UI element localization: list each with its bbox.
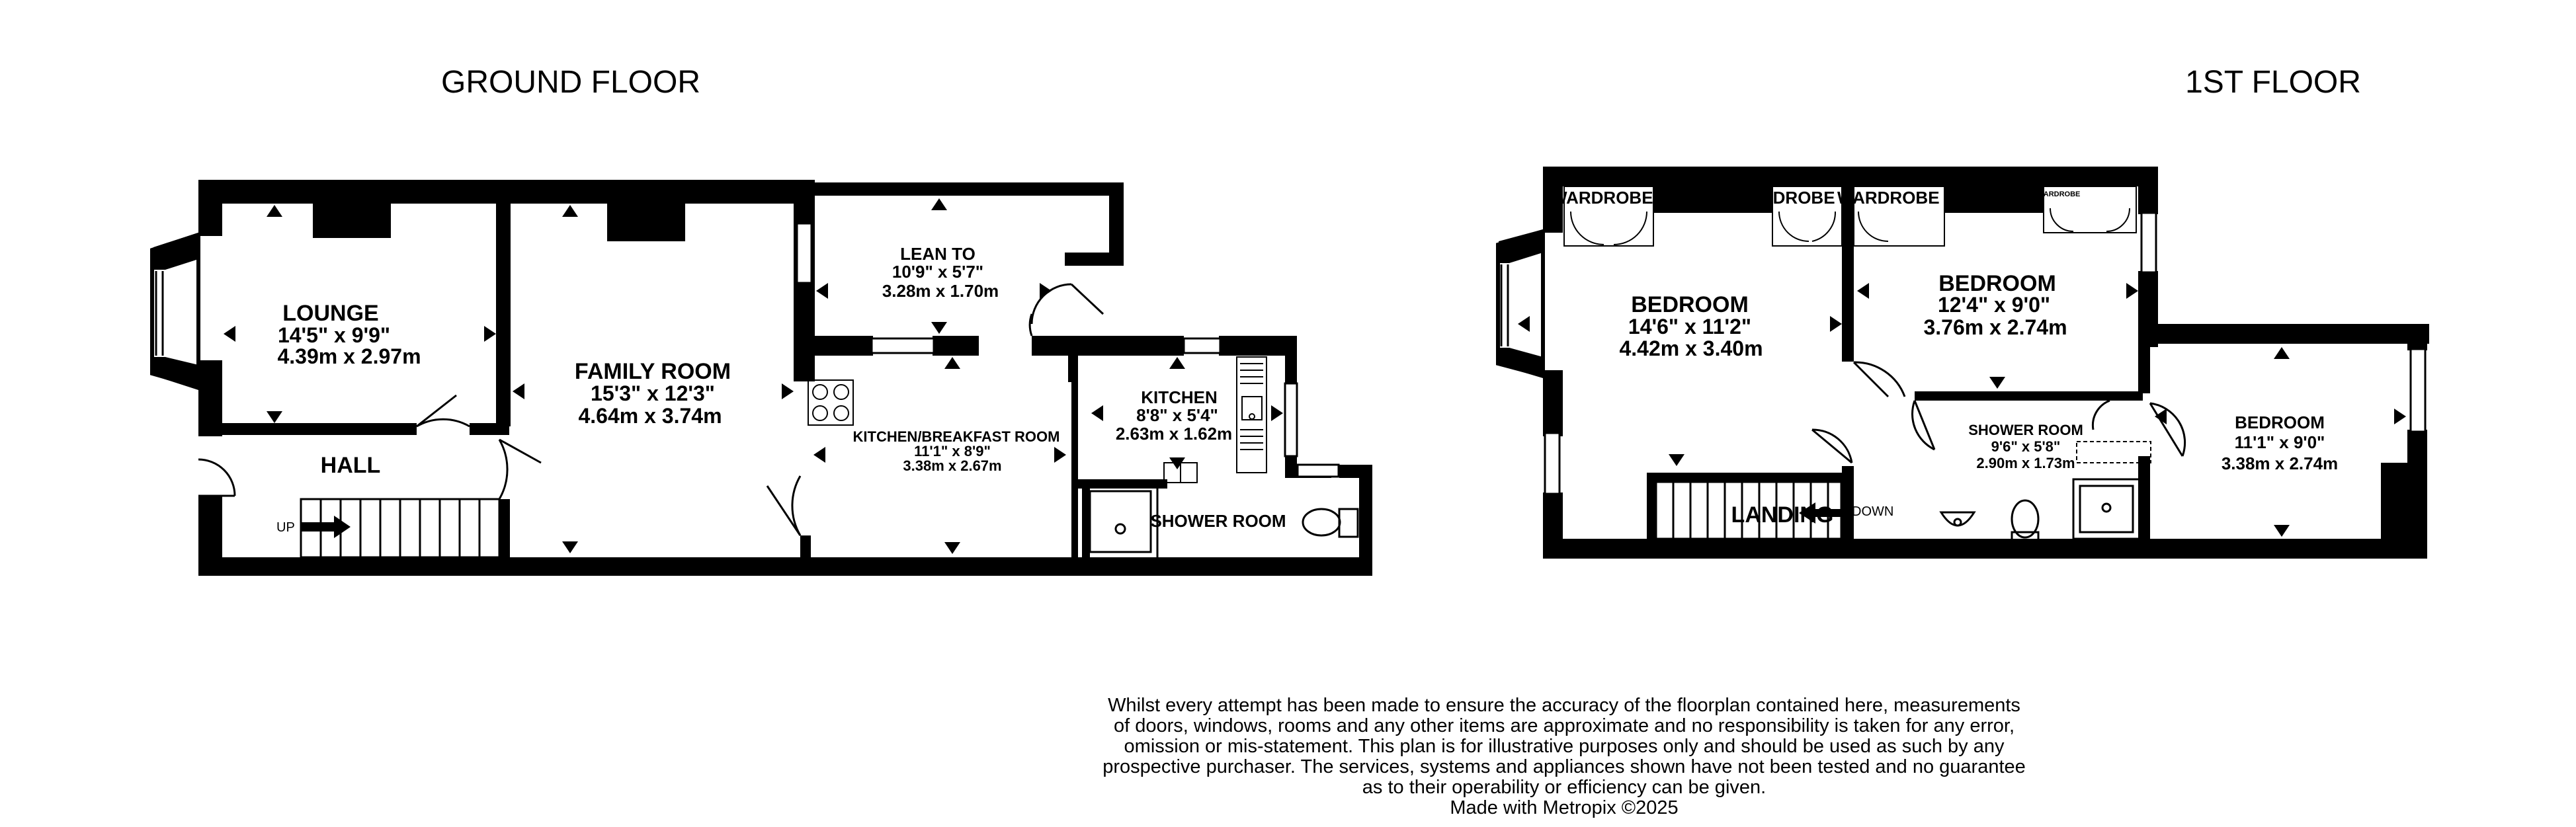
metropix-credit: Made with Metropix ©2025 <box>1450 797 1679 818</box>
family-room-metric: 4.64m x 3.74m <box>578 404 722 428</box>
towel-rail-icon <box>2076 441 2151 463</box>
lounge-label: LOUNGE 14'5" x 9'9" 4.39m x 2.97m <box>277 301 421 368</box>
disclaimer-line-1: Whilst every attempt has been made to en… <box>1108 695 2020 716</box>
kitchen-label: KITCHEN 8'8" x 5'4" 2.63m x 1.62m <box>1116 387 1232 444</box>
bedroom-1-imperial: 14'6" x 11'2" <box>1628 315 1751 338</box>
landing-name: LANDING <box>1731 502 1834 528</box>
wardrobe-label-2: WARDROBE <box>1733 188 1835 208</box>
lounge-bay-window <box>150 231 200 390</box>
first-doors <box>1811 361 2186 464</box>
first-toilet-icon <box>2011 499 2040 541</box>
lounge-name: LOUNGE <box>282 301 378 326</box>
lean-to-metric: 3.28m x 1.70m <box>882 281 999 301</box>
first-floor: 1ST FLOOR <box>1496 65 2429 559</box>
family-room-label: FAMILY ROOM 15'3" x 12'3" 4.64m x 3.74m <box>575 359 731 428</box>
toilet-icon <box>1302 508 1359 538</box>
disclaimer: Whilst every attempt has been made to en… <box>1058 695 2070 818</box>
wardrobe-label-small: WARDROBE <box>2037 190 2080 198</box>
kitchen-name: KITCHEN <box>1141 387 1218 407</box>
bedroom-1-label: BEDROOM 14'6" x 11'2" 4.42m x 3.40m <box>1619 292 1763 360</box>
ground-floor-walls <box>198 180 1372 576</box>
ground-dimension-arrows <box>224 198 1283 554</box>
bedroom-3-label: BEDROOM 11'1" x 9'0" 3.38m x 2.74m <box>2222 413 2338 473</box>
hall-name: HALL <box>321 453 381 478</box>
bedroom-2-metric: 3.76m x 2.74m <box>1923 315 2067 339</box>
ground-floor: GROUND FLOOR <box>150 65 1372 576</box>
first-windows <box>1544 212 2427 495</box>
disclaimer-line-4: prospective purchaser. The services, sys… <box>1102 756 2026 777</box>
ground-shower-room-name: SHOWER ROOM <box>1150 511 1286 531</box>
lean-to-imperial: 10'9" x 5'7" <box>892 262 983 282</box>
hob-icon <box>808 379 854 426</box>
kitchen-steps <box>1163 462 1198 483</box>
kitchen-metric: 2.63m x 1.62m <box>1116 424 1232 444</box>
disclaimer-line-3: omission or mis-statement. This plan is … <box>1124 736 2005 757</box>
kitchen-breakfast-imperial: 11'1" x 8'9" <box>914 443 991 459</box>
first-shower-room-name: SHOWER ROOM <box>1968 422 2083 438</box>
lounge-imperial: 14'5" x 9'9" <box>278 323 390 347</box>
kitchen-breakfast-metric: 3.38m x 2.67m <box>903 457 1001 474</box>
family-room-name: FAMILY ROOM <box>575 359 731 384</box>
first-shower-room-metric: 2.90m x 1.73m <box>1976 455 2075 471</box>
first-floor-title: 1ST FLOOR <box>2185 65 2361 100</box>
disclaimer-line-5: as to their operability or efficiency ca… <box>1362 777 1766 798</box>
lounge-metric: 4.39m x 2.97m <box>277 344 421 368</box>
sink-icon <box>1236 356 1267 473</box>
ground-floor-title: GROUND FLOOR <box>441 65 700 100</box>
ground-windows <box>796 222 1340 478</box>
lean-to-name: LEAN TO <box>900 244 976 264</box>
kitchen-breakfast-name: KITCHEN/BREAKFAST ROOM <box>853 428 1060 445</box>
first-floor-walls <box>1543 167 2429 559</box>
bedroom-1-metric: 4.42m x 3.40m <box>1619 336 1763 360</box>
basin-icon <box>1939 511 1976 527</box>
kitchen-breakfast-label: KITCHEN/BREAKFAST ROOM 11'1" x 8'9" 3.38… <box>853 428 1060 474</box>
bedroom-2-name: BEDROOM <box>1938 271 2056 296</box>
first-shower-tray-icon <box>2072 478 2141 540</box>
wardrobe-label-1: WARDROBE <box>1551 188 1653 208</box>
bedroom-3-imperial: 11'1" x 9'0" <box>2235 432 2325 452</box>
bedroom-3-name: BEDROOM <box>2235 413 2325 432</box>
first-dimension-arrows <box>1518 283 2406 537</box>
ground-doors <box>198 283 1104 536</box>
stair-up-label: UP <box>276 520 295 535</box>
first-shower-room-label: SHOWER ROOM 9'6" x 5'8" 2.90m x 1.73m <box>1968 422 2083 471</box>
bedroom-bay-window <box>1496 228 1545 378</box>
wardrobes <box>1563 186 2137 247</box>
family-room-imperial: 15'3" x 12'3" <box>591 381 715 405</box>
stair-down-label: DOWN <box>1852 504 1893 519</box>
first-shower-room-imperial: 9'6" x 5'8" <box>1991 438 2061 455</box>
bedroom-3-metric: 3.38m x 2.74m <box>2222 453 2338 473</box>
kitchen-imperial: 8'8" x 5'4" <box>1136 405 1218 425</box>
bedroom-1-name: BEDROOM <box>1631 292 1749 317</box>
bedroom-2-label: BEDROOM 12'4" x 9'0" 3.76m x 2.74m <box>1923 271 2067 339</box>
bedroom-2-imperial: 12'4" x 9'0" <box>1938 293 2050 317</box>
wardrobe-label-3: WARDROBE <box>1837 188 1940 208</box>
lean-to-label: LEAN TO 10'9" x 5'7" 3.28m x 1.70m <box>882 244 999 301</box>
stair-down-arrow <box>1799 502 1849 524</box>
shower-tray-icon <box>1082 483 1159 560</box>
stair-arrow <box>301 516 351 538</box>
disclaimer-line-2: of doors, windows, rooms and any other i… <box>1113 715 2015 736</box>
